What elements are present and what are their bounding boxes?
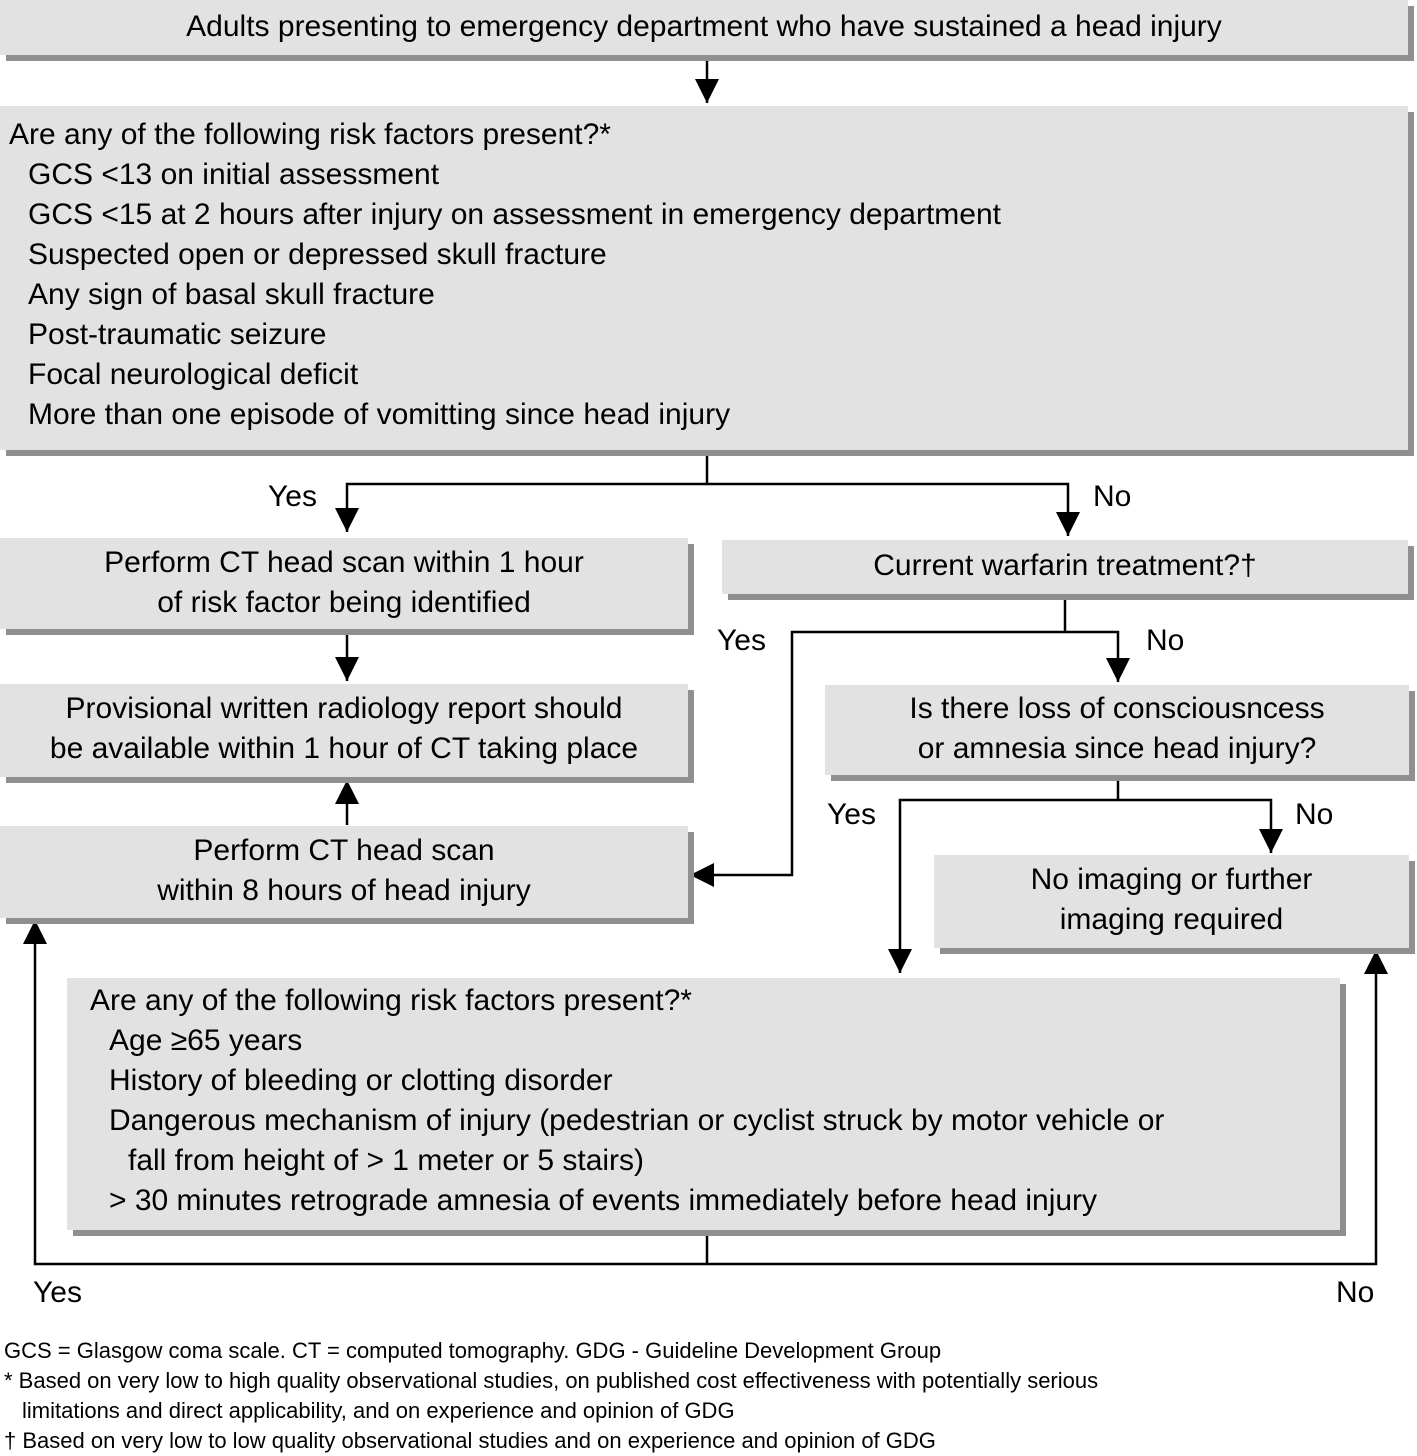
risk-factor-item: Suspected open or depressed skull fractu… [28,238,607,271]
label-risk1-yes: Yes [268,480,317,513]
footnote-asterisk: * Based on very low to high quality obse… [4,1368,1099,1393]
risk-factor-item: Any sign of basal skull fracture [28,278,435,311]
risk-factor-item: Dangerous mechanism of injury (pedestria… [109,1104,1165,1137]
risk-factor-item: History of bleeding or clotting disorder [109,1064,613,1097]
risk-factor-item: Post-traumatic seizure [28,318,327,351]
no-imaging-line: No imaging or further [1030,863,1313,896]
label-warfarin-no: No [1146,624,1185,657]
warfarin-box: Current warfarin treatment?† [722,540,1408,594]
arrow-risk2-yes [23,920,707,1266]
risk-factors-question-1: Are any of the following risk factors pr… [9,118,611,151]
arrow-warfarin-no [1065,630,1130,682]
start-text: Adults presenting to emergency departmen… [186,10,1222,43]
risk-factor-item: Age ≥65 years [109,1024,303,1057]
loss-of-consciousness-line: or amnesia since head injury? [917,732,1317,765]
label-loc-yes: Yes [827,798,876,831]
footnote-dagger: † Based on very low to low quality obser… [4,1428,936,1453]
ct-8-hours-box: Perform CT head scan within 8 hours of h… [0,826,688,918]
label-risk2-yes: Yes [33,1276,82,1309]
radiology-report-box: Provisional written radiology report sho… [0,684,688,777]
radiology-report-line: Provisional written radiology report sho… [65,692,623,725]
ct-1-hour-box: Perform CT head scan within 1 hour of ri… [0,538,688,629]
no-imaging-line: imaging required [1059,903,1284,936]
footnote-asterisk-continued: limitations and direct applicability, an… [22,1398,735,1423]
ct-8-hours-line: within 8 hours of head injury [157,874,531,907]
risk-factor-item: GCS <13 on initial assessment [28,158,440,191]
risk-factor-item: > 30 minutes retrograde amnesia of event… [109,1184,1098,1217]
risk-factors-question-2: Are any of the following risk factors pr… [90,984,692,1017]
risk-factor-item: GCS <15 at 2 hours after injury on asses… [28,198,1001,231]
risk-factors-box-1: Are any of the following risk factors pr… [0,106,1408,450]
label-warfarin-yes: Yes [717,624,766,657]
ct-1-hour-line: of risk factor being identified [157,586,531,619]
label-risk2-no: No [1336,1276,1375,1309]
arrow-loc-yes [888,798,1118,973]
arrow-risk1-yes [335,482,707,532]
risk-factor-item: Focal neurological deficit [28,358,359,391]
no-imaging-box: No imaging or further imaging required [934,855,1409,948]
arrow-loc-no [1118,798,1283,853]
ct-1-hour-line: Perform CT head scan within 1 hour [104,546,584,579]
risk-factors-box-2: Are any of the following risk factors pr… [67,978,1340,1230]
arrow-risk1-no [707,482,1080,536]
arrow-risk2-no [707,950,1388,1266]
risk-factor-item: More than one episode of vomitting since… [28,398,731,431]
label-loc-no: No [1295,798,1334,831]
loss-of-consciousness-line: Is there loss of consciousncess [909,692,1325,725]
ct-8-hours-line: Perform CT head scan [193,834,495,867]
warfarin-text: Current warfarin treatment?† [873,549,1257,582]
start-box: Adults presenting to emergency departmen… [0,0,1408,55]
footnote-abbreviations: GCS = Glasgow coma scale. CT = computed … [4,1338,942,1363]
label-risk1-no: No [1093,480,1132,513]
arrow-warfarin-yes [690,630,1065,887]
loss-of-consciousness-box: Is there loss of consciousncess or amnes… [825,685,1409,775]
risk-factor-item: fall from height of > 1 meter or 5 stair… [128,1144,645,1177]
radiology-report-line: be available within 1 hour of CT taking … [49,732,639,765]
